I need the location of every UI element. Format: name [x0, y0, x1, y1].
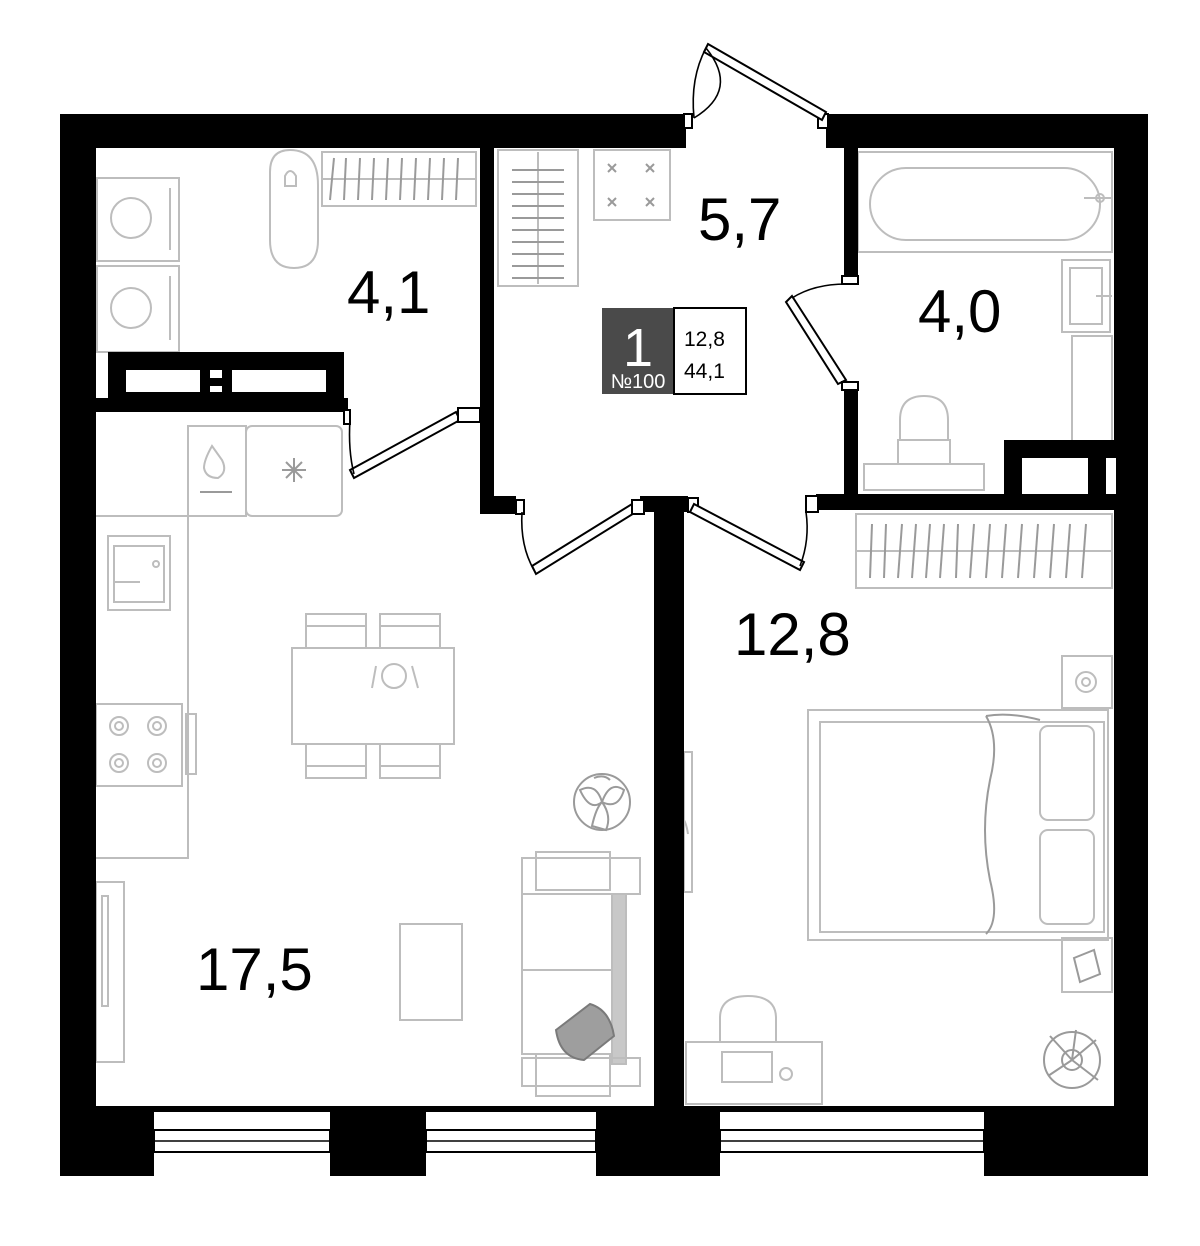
living-room-door[interactable]	[515, 499, 645, 576]
living-area-label: 17,5	[196, 936, 313, 1003]
kitchen-counter	[96, 515, 197, 859]
boiler-icon	[187, 425, 247, 517]
fridge-icon	[245, 425, 343, 517]
bathroom-door[interactable]	[784, 275, 859, 391]
apartment-number: №100	[611, 371, 666, 393]
bedroom-wardrobe-icon	[855, 513, 1113, 589]
ironing-board-icon	[269, 148, 319, 270]
sofa-icon	[521, 851, 641, 1097]
dining-table-icon	[291, 613, 455, 779]
walls	[60, 114, 1148, 1176]
doors	[343, 42, 859, 576]
apartment-badge: 1 №100 12,8 44,1	[602, 307, 747, 395]
stove-icon	[95, 703, 183, 787]
washing-machine-icon	[96, 177, 180, 353]
tv-icon	[95, 881, 125, 1063]
plant-icon	[573, 773, 631, 832]
shelving-icon	[321, 151, 477, 207]
storage-door[interactable]	[343, 407, 481, 480]
toilet-icon	[863, 394, 985, 491]
bathroom-area-label: 4,0	[918, 278, 1001, 345]
bedroom-area-label: 12,8	[734, 601, 851, 668]
sink-icon	[1061, 259, 1112, 333]
living-area-value: 12,8	[684, 328, 725, 351]
desk-icon	[685, 994, 823, 1105]
bathroom-cabinet	[1071, 335, 1113, 443]
rug	[399, 923, 463, 1021]
bedroom-door[interactable]	[687, 495, 819, 572]
total-area-value: 44,1	[684, 360, 725, 383]
pouf-icon	[593, 149, 671, 221]
room-count: 1	[623, 318, 653, 378]
bathtub-icon	[857, 151, 1113, 253]
hallway-area-label: 5,7	[698, 186, 781, 253]
storage-area-label: 4,1	[347, 259, 430, 326]
entrance-door[interactable]	[683, 42, 829, 129]
bedroom-plant-icon	[1043, 1029, 1101, 1089]
wardrobe-icon	[497, 149, 579, 287]
bedside-table-icon	[1061, 655, 1113, 993]
window	[153, 1129, 985, 1153]
furniture	[95, 148, 1113, 1105]
bed-icon	[807, 709, 1109, 941]
